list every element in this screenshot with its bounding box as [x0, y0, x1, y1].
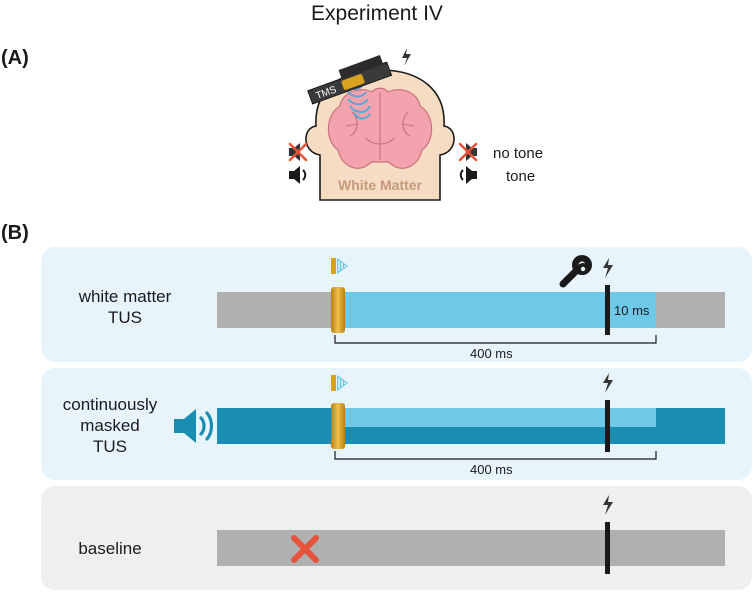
tms-pulse-marker-masked	[605, 400, 610, 452]
lightning-icon-row2	[603, 373, 613, 393]
legend-no-tone: no tone	[493, 145, 544, 162]
lightning-icon-row1	[603, 258, 613, 278]
ultrasound-icon-masked	[331, 375, 348, 391]
timeline-grey-pre	[217, 292, 335, 328]
duration-label-row1: 400 ms	[470, 346, 513, 361]
pulse-duration-label: 10 ms	[614, 303, 650, 318]
timeline-tus-period-masked	[335, 408, 656, 427]
left-ear-icons	[288, 142, 308, 184]
timeline-tus-period	[335, 292, 656, 328]
panel-a-letter: (A)	[1, 47, 29, 69]
right-ear-icons	[458, 142, 478, 184]
row-label-baseline: baseline	[78, 539, 142, 558]
panel-b-letter: (B)	[1, 222, 29, 244]
transducer-onset-marker-masked	[331, 403, 345, 449]
speaker-icon-right	[459, 166, 477, 184]
transducer-icon	[341, 74, 365, 90]
key-bit-icon	[577, 263, 589, 275]
head-illustration: TMS White Matter	[305, 48, 455, 201]
figure-title: Experiment IV	[311, 2, 443, 25]
masking-speaker-icon	[174, 409, 214, 443]
lightning-icon	[402, 48, 411, 66]
tms-pulse-marker-baseline	[605, 522, 610, 574]
muted-speaker-icon	[288, 142, 308, 162]
muted-speaker-icon-right	[458, 142, 478, 162]
duration-label-row2: 400 ms	[470, 462, 513, 477]
row-label-white-matter: white matter TUS	[78, 287, 172, 327]
transducer-onset-marker	[331, 287, 345, 333]
row-label-masked: continuously masked TUS	[62, 395, 158, 456]
speaker-icon	[289, 166, 307, 184]
duration-bracket-row1	[334, 335, 657, 344]
timeline-grey-post	[656, 292, 725, 328]
lightning-icon-row3	[603, 495, 613, 515]
no-stimulation-cross-icon	[291, 535, 319, 563]
ultrasound-icon	[331, 258, 348, 274]
white-matter-label: White Matter	[338, 177, 423, 193]
legend-tone: tone	[506, 168, 536, 185]
tms-pulse-marker	[605, 285, 610, 335]
duration-bracket-row2	[334, 451, 657, 460]
